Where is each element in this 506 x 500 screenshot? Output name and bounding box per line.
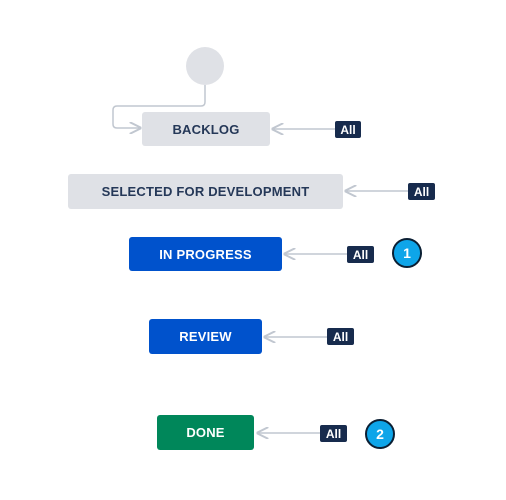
status-review[interactable]: REVIEW <box>149 319 262 354</box>
start-transition-line <box>112 85 206 128</box>
step-marker-2: 2 <box>365 419 395 449</box>
start-node <box>186 47 224 85</box>
status-selected-for-development[interactable]: SELECTED FOR DEVELOPMENT <box>68 174 343 209</box>
transition-all-badge-backlog[interactable]: All <box>335 121 361 138</box>
status-backlog[interactable]: BACKLOG <box>142 112 270 146</box>
transition-all-badge-review[interactable]: All <box>327 328 354 345</box>
transition-all-badge-in-progress[interactable]: All <box>347 246 374 263</box>
transition-all-badge-selected[interactable]: All <box>408 183 435 200</box>
status-done[interactable]: DONE <box>157 415 254 450</box>
transition-all-badge-done[interactable]: All <box>320 425 347 442</box>
step-marker-1: 1 <box>392 238 422 268</box>
status-in-progress[interactable]: IN PROGRESS <box>129 237 282 271</box>
